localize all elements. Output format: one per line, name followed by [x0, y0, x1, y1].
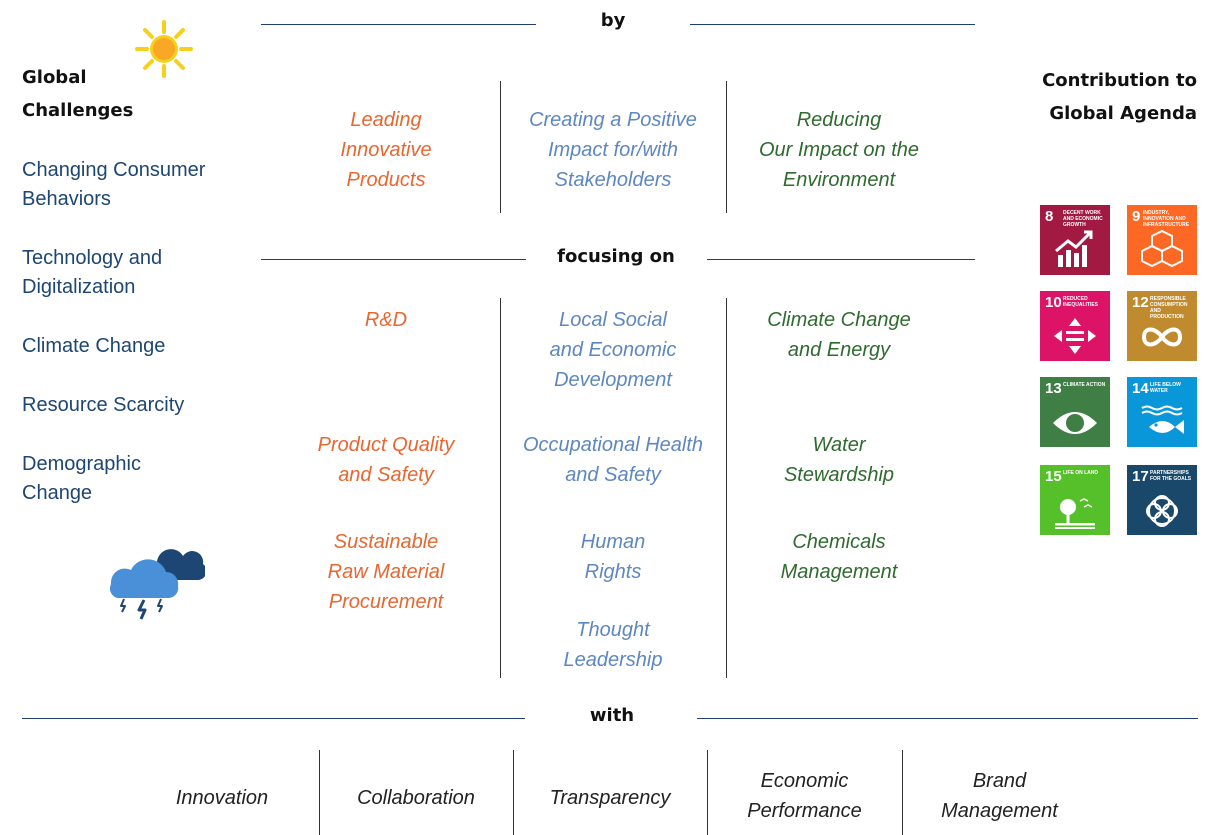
focus-raw-material: Sustainable Raw Material Procurement — [327, 531, 445, 613]
sdg-12-caption: RESPONSIBLE CONSUMPTION AND PRODUCTION — [1150, 296, 1188, 320]
focus-climate-energy: Climate Change and Energy — [767, 309, 911, 361]
section-label-with: with — [589, 705, 635, 726]
challenge-climate-change: Climate Change — [22, 335, 166, 357]
global-agenda-title-line2: Global Agenda — [1049, 103, 1197, 124]
focus-product-quality: Product Quality and Safety — [317, 434, 455, 486]
focus-separator-2 — [726, 298, 727, 678]
sdg-13-caption: CLIMATE ACTION — [1063, 382, 1106, 388]
focus-water: Water Stewardship — [783, 434, 895, 486]
sdg-8-number: 8 — [1045, 208, 1054, 225]
sdg-17-tile: 17 PARTNERSHIPS FOR THE GOALS — [1127, 465, 1197, 535]
divider-with-right — [697, 718, 1198, 719]
sdg-17-caption: PARTNERSHIPS FOR THE GOALS — [1150, 470, 1192, 482]
enabler-separator-3 — [707, 750, 708, 835]
rings-icon — [1146, 495, 1178, 527]
pillar-reducing-impact: Reducing Our Impact on the Environment — [758, 109, 920, 191]
sdg-10-number: 10 — [1045, 294, 1062, 311]
enabler-transparency: Transparency — [549, 787, 671, 809]
focus-separator-1 — [500, 298, 501, 678]
enabler-innovation: Innovation — [175, 787, 269, 809]
divider-with-left — [22, 718, 525, 719]
sdg-9-tile: 9 INDUSTRY, INNOVATION AND INFRASTRUCTUR… — [1127, 205, 1197, 275]
fish-icon — [1141, 405, 1184, 434]
global-challenges-title-line2: Challenges — [22, 100, 134, 121]
sdg-14-caption: LIFE BELOW WATER — [1150, 382, 1181, 394]
pillar-separator-2 — [726, 81, 727, 213]
divider-by-left — [261, 24, 536, 25]
challenge-resource-scarcity: Resource Scarcity — [22, 394, 185, 416]
sdg-12-number: 12 — [1132, 294, 1149, 311]
global-agenda-title-line1: Contribution to — [1042, 70, 1197, 91]
sdg-13-tile: 13 CLIMATE ACTION — [1040, 377, 1110, 447]
divider-focus-left — [261, 259, 526, 260]
focus-human-rights: Human Rights — [580, 531, 646, 583]
sdg-13-number: 13 — [1045, 380, 1062, 397]
equality-arrows-icon — [1054, 318, 1096, 354]
section-label-focusing-on: focusing on — [557, 246, 675, 267]
enabler-collaboration: Collaboration — [357, 787, 475, 809]
enabler-brand-management: Brand Management — [941, 770, 1058, 822]
enabler-economic-performance: Economic Performance — [747, 770, 862, 822]
eye-globe-icon — [1053, 412, 1097, 434]
challenge-consumer-behaviors: Changing Consumer Behaviors — [22, 159, 206, 210]
focus-occupational-health: Occupational Health and Safety — [522, 434, 704, 486]
focus-chemicals: Chemicals Management — [780, 531, 898, 583]
divider-by-right — [690, 24, 975, 25]
storm-cloud-icon — [105, 530, 207, 625]
growth-chart-icon — [1055, 230, 1093, 267]
sdg-14-tile: 14 LIFE BELOW WATER — [1127, 377, 1197, 447]
tree-icon — [1055, 498, 1095, 529]
cubes-icon — [1141, 229, 1183, 268]
sun-icon — [135, 20, 193, 78]
enabler-separator-2 — [513, 750, 514, 835]
focus-thought-leadership: Thought Leadership — [563, 619, 663, 671]
global-challenges-title-line1: Global — [22, 67, 87, 88]
divider-focus-right — [707, 259, 975, 260]
challenge-demographic-change: Demographic Change — [22, 453, 141, 504]
sdg-9-caption: INDUSTRY, INNOVATION AND INFRASTRUCTURE — [1143, 210, 1190, 228]
challenge-technology: Technology and Digitalization — [22, 247, 163, 298]
sdg-12-tile: 12 RESPONSIBLE CONSUMPTION AND PRODUCTIO… — [1127, 291, 1197, 361]
enabler-separator-4 — [902, 750, 903, 835]
pillar-positive-impact: Creating a Positive Impact for/with Stak… — [529, 109, 697, 191]
focus-local-development: Local Social and Economic Development — [549, 309, 677, 391]
sdg-8-tile: 8 DECENT WORK AND ECONOMIC GROWTH — [1040, 205, 1110, 275]
pillar-innovative-products: Leading Innovative Products — [340, 109, 432, 191]
sdg-10-caption: REDUCED INEQUALITIES — [1063, 296, 1099, 308]
sdg-15-tile: 15 LIFE ON LAND — [1040, 465, 1110, 535]
section-label-by: by — [600, 10, 626, 31]
focus-rnd: R&D — [364, 309, 408, 331]
sdg-15-caption: LIFE ON LAND — [1063, 470, 1098, 476]
sdg-14-number: 14 — [1132, 380, 1149, 397]
sdg-8-caption: DECENT WORK AND ECONOMIC GROWTH — [1063, 210, 1103, 228]
sdg-9-number: 9 — [1132, 208, 1141, 225]
sdg-17-number: 17 — [1132, 468, 1149, 485]
sdg-10-tile: 10 REDUCED INEQUALITIES — [1040, 291, 1110, 361]
infinity-icon — [1141, 327, 1183, 347]
pillar-separator-1 — [500, 81, 501, 213]
sdg-15-number: 15 — [1045, 468, 1062, 485]
enabler-separator-1 — [319, 750, 320, 835]
